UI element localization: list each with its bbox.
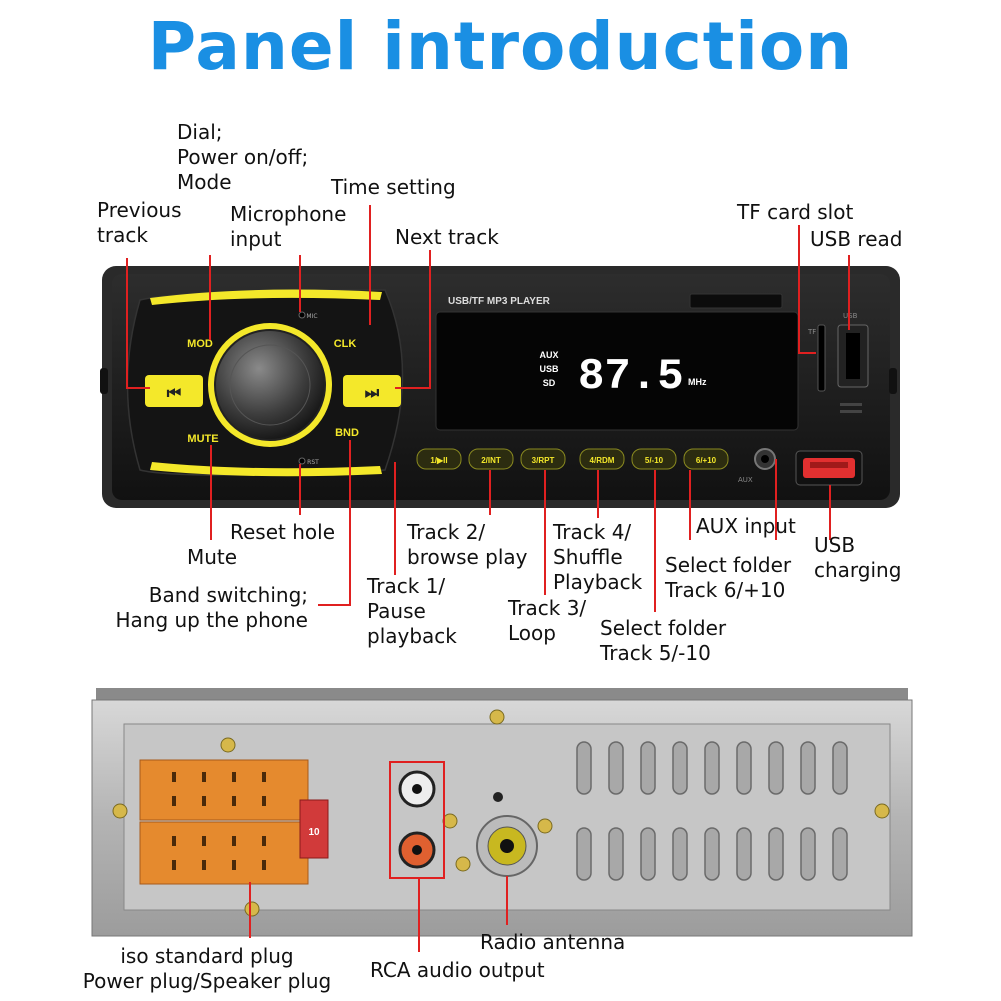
label-microphone: Microphone input bbox=[230, 202, 347, 251]
antenna-socket bbox=[476, 815, 538, 877]
lcd-display: AUX USB SD 87.5 MHz bbox=[435, 311, 799, 431]
rear-panel: 10 bbox=[91, 688, 913, 937]
microphone-hole bbox=[298, 311, 306, 319]
frequency-unit: MHz bbox=[688, 377, 707, 387]
svg-text:⏭: ⏭ bbox=[365, 385, 380, 402]
label-band: Band switching; Hang up the phone bbox=[115, 583, 308, 632]
label-folder-plus: Select folder Track 6/+10 bbox=[665, 553, 792, 602]
label-folder-minus: Select folder Track 5/-10 bbox=[600, 616, 727, 665]
front-panel: ⏮ ⏭ MOD CLK MUTE BND MIC RST USB/TF MP3 … bbox=[100, 266, 900, 508]
label-tf-card: TF card slot bbox=[737, 200, 854, 224]
svg-text:4/RDM: 4/RDM bbox=[590, 456, 615, 465]
button-2[interactable]: 2/INT bbox=[468, 448, 514, 470]
source-sd: SD bbox=[543, 378, 556, 388]
svg-text:5/-10: 5/-10 bbox=[645, 456, 664, 465]
tf-label: TF bbox=[807, 328, 816, 336]
svg-text:2/INT: 2/INT bbox=[481, 456, 501, 465]
label-previous-track: Previous track bbox=[97, 198, 182, 247]
label-track2: Track 2/ browse play bbox=[407, 520, 528, 569]
clk-label: CLK bbox=[334, 338, 357, 350]
bnd-label: BND bbox=[335, 427, 359, 439]
next-track-button[interactable]: ⏭ bbox=[343, 375, 401, 407]
svg-text:3/RPT: 3/RPT bbox=[532, 456, 555, 465]
label-dial: Dial; Power on/off; Mode bbox=[177, 120, 309, 194]
label-iso-plug: iso standard plug Power plug/Speaker plu… bbox=[82, 944, 332, 993]
usb-label: USB bbox=[843, 312, 858, 320]
button-1[interactable]: 1/▶II bbox=[416, 448, 462, 470]
rst-label: RST bbox=[307, 459, 319, 466]
rear-pointers bbox=[249, 876, 508, 952]
preset-buttons: 1/▶II 2/INT 3/RPT 4/RDM 5/-10 6/+10 bbox=[416, 448, 729, 470]
fuse-label: 10 bbox=[308, 827, 320, 838]
source-aux: AUX bbox=[539, 350, 558, 360]
front-pointers bbox=[126, 205, 850, 612]
svg-text:⏮: ⏮ bbox=[167, 385, 181, 402]
page-title: Panel introduction bbox=[147, 8, 854, 85]
label-mute: Mute bbox=[187, 545, 238, 569]
svg-text:1/▶II: 1/▶II bbox=[430, 456, 447, 465]
mod-label: MOD bbox=[187, 338, 213, 350]
button-6[interactable]: 6/+10 bbox=[683, 448, 729, 470]
mic-label: MIC bbox=[306, 313, 317, 320]
model-text: USB/TF MP3 PLAYER bbox=[448, 296, 551, 307]
label-time-setting: Time setting bbox=[331, 175, 456, 199]
mute-label: MUTE bbox=[187, 433, 218, 445]
reset-hole[interactable] bbox=[298, 457, 306, 465]
label-track4: Track 4/ Shuffle Playback bbox=[553, 520, 643, 594]
frequency-value: 87.5 bbox=[578, 352, 684, 402]
tf-card-slot[interactable] bbox=[817, 324, 826, 392]
button-5[interactable]: 5/-10 bbox=[631, 448, 677, 470]
label-next-track: Next track bbox=[395, 225, 499, 249]
aux-jack[interactable] bbox=[754, 448, 776, 470]
svg-text:6/+10: 6/+10 bbox=[696, 456, 717, 465]
label-usb-read: USB read bbox=[810, 227, 903, 251]
label-track3: Track 3/ Loop bbox=[508, 596, 587, 645]
source-usb: USB bbox=[539, 364, 559, 374]
label-usb-charging: USB charging bbox=[814, 533, 902, 582]
dial-knob[interactable] bbox=[208, 323, 332, 447]
label-track1: Track 1/ Pause playback bbox=[367, 574, 457, 648]
label-reset-hole: Reset hole bbox=[230, 520, 335, 544]
rca-outputs bbox=[389, 761, 445, 879]
label-aux-input: AUX input bbox=[696, 514, 796, 538]
aux-label: AUX bbox=[738, 476, 753, 484]
button-4[interactable]: 4/RDM bbox=[579, 448, 625, 470]
iso-connector: 10 bbox=[139, 759, 329, 885]
label-rca: RCA audio output bbox=[370, 958, 545, 982]
label-radio-antenna: Radio antenna bbox=[480, 930, 626, 954]
ventilation-slots bbox=[576, 741, 848, 881]
previous-track-button[interactable]: ⏮ bbox=[145, 375, 203, 407]
button-3[interactable]: 3/RPT bbox=[520, 448, 566, 470]
